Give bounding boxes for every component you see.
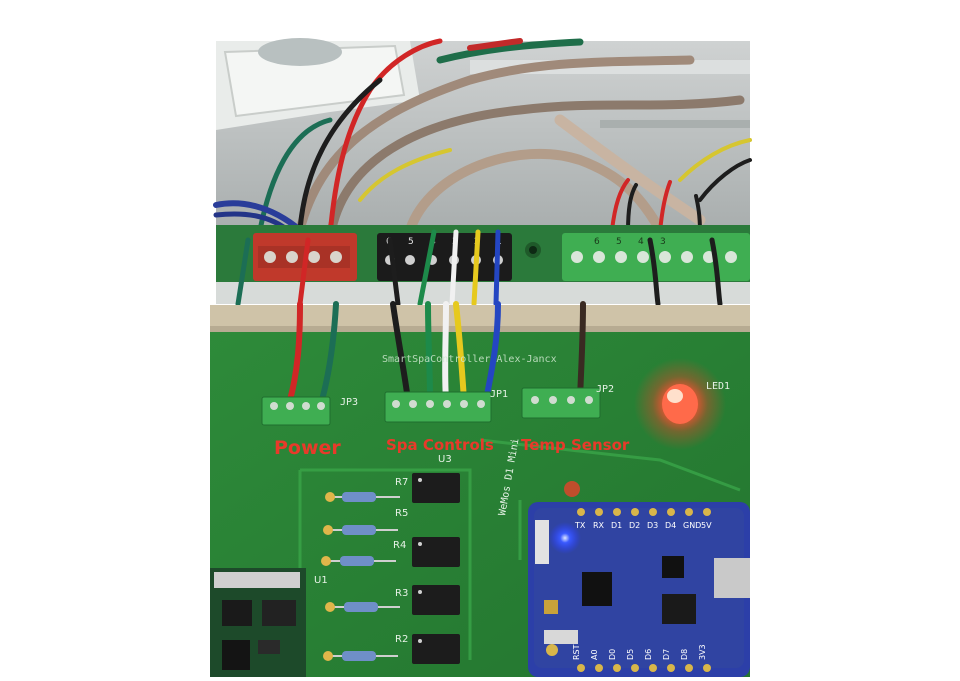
svg-text:JP1: JP1 bbox=[490, 389, 508, 400]
svg-text:R3: R3 bbox=[395, 588, 408, 599]
label-spa-controls: Spa Controls bbox=[386, 436, 494, 454]
header-pin-pad bbox=[577, 664, 585, 672]
header-pin-pad bbox=[631, 508, 639, 516]
bottom-photo-pcb: SmartSpaController Alex-Jancx JP3 JP1 JP… bbox=[210, 301, 750, 677]
header-pin-pad bbox=[613, 508, 621, 516]
terminal-jp2 bbox=[521, 387, 601, 419]
header-pin-label: D3 bbox=[647, 521, 658, 530]
label-power: Power bbox=[274, 437, 341, 459]
header-pin-pad bbox=[703, 664, 711, 672]
header-pin-label: RST bbox=[572, 644, 581, 660]
terminal-number: 5 bbox=[408, 237, 414, 247]
header-pin-pad bbox=[703, 508, 711, 516]
header-pin-label: TX bbox=[574, 521, 586, 530]
svg-text:R5: R5 bbox=[395, 508, 408, 519]
header-pin-pad bbox=[649, 508, 657, 516]
header-pin-pad bbox=[595, 508, 603, 516]
label-temp-sensor: Temp Sensor bbox=[521, 436, 630, 454]
header-pin-label: D8 bbox=[680, 649, 689, 660]
left-module bbox=[210, 568, 306, 677]
terminal-number: 6 bbox=[594, 237, 600, 247]
header-pin-label: GND bbox=[683, 521, 701, 530]
optocoupler-array bbox=[412, 473, 460, 664]
header-pin-pad bbox=[631, 664, 639, 672]
header-pin-pad bbox=[667, 508, 675, 516]
header-pin-label: D4 bbox=[665, 521, 676, 530]
svg-text:JP3: JP3 bbox=[340, 397, 358, 408]
header-pin-label: RX bbox=[593, 521, 605, 530]
terminal-number: 5 bbox=[616, 237, 622, 247]
resistor-array bbox=[321, 492, 400, 661]
header-pin-pad bbox=[685, 664, 693, 672]
header-pin-label: 3V3 bbox=[698, 644, 707, 660]
header-pin-label: D2 bbox=[629, 521, 640, 530]
header-pin-label: D5 bbox=[626, 649, 635, 660]
terminal-jp3 bbox=[261, 396, 331, 426]
header-pin-label: A0 bbox=[590, 649, 599, 660]
header-pin-label: D7 bbox=[662, 649, 671, 660]
header-pin-label: 5V bbox=[701, 521, 712, 530]
header-pin-pad bbox=[595, 664, 603, 672]
header-pin-label: D0 bbox=[608, 649, 617, 660]
terminal-jp1 bbox=[384, 391, 492, 423]
svg-text:R7: R7 bbox=[395, 477, 408, 488]
led-indicator bbox=[634, 358, 726, 450]
header-pin-pad bbox=[649, 664, 657, 672]
terminal-number: 3 bbox=[660, 237, 666, 247]
svg-text:JP2: JP2 bbox=[596, 384, 614, 395]
header-pin-pad bbox=[577, 508, 585, 516]
svg-text:R4: R4 bbox=[393, 540, 406, 551]
header-pin-label: D1 bbox=[611, 521, 622, 530]
header-pin-pad bbox=[685, 508, 693, 516]
terminal-number: 4 bbox=[638, 237, 644, 247]
silk-credit: SmartSpaController Alex-Jancx bbox=[382, 354, 557, 365]
svg-text:U1: U1 bbox=[314, 575, 328, 586]
svg-text:LED1: LED1 bbox=[706, 381, 730, 392]
svg-text:R2: R2 bbox=[395, 634, 408, 645]
svg-text:U3: U3 bbox=[438, 454, 452, 465]
header-pin-pad bbox=[667, 664, 675, 672]
header-pin-pad bbox=[613, 664, 621, 672]
header-pin-label: D6 bbox=[644, 649, 653, 660]
